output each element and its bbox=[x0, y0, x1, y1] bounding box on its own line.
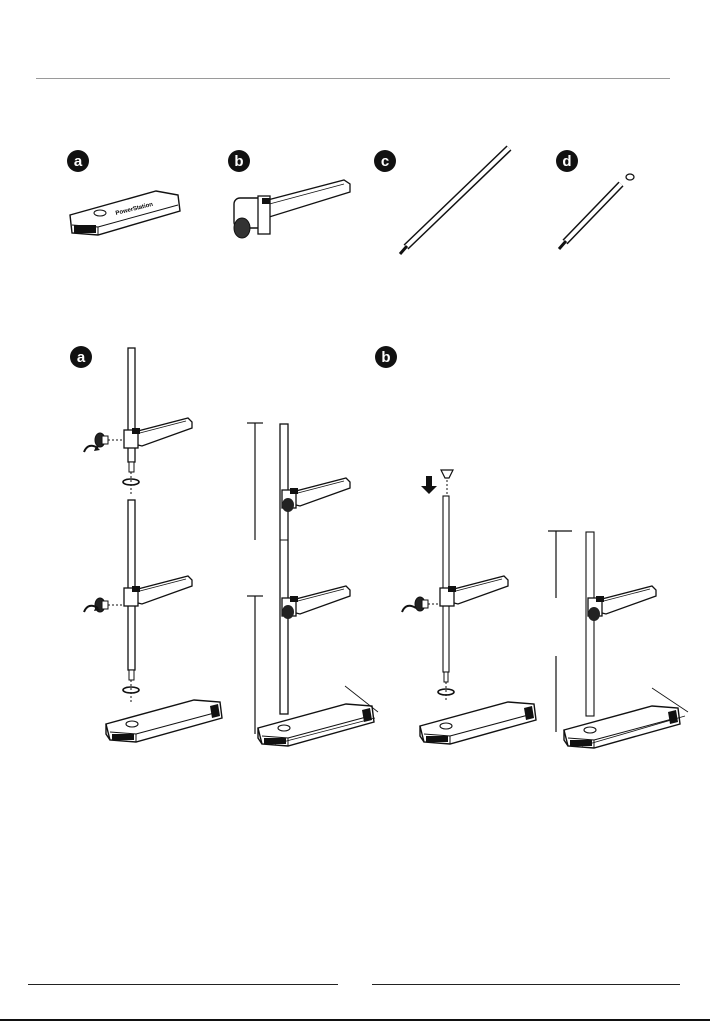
footer-rule-right bbox=[372, 984, 680, 985]
step-a-assembled-view bbox=[247, 423, 378, 746]
step-b-assembled-view bbox=[548, 531, 688, 748]
part-b-arm-illustration bbox=[234, 180, 350, 238]
part-d-short-rod-illustration bbox=[559, 174, 634, 249]
footer-rule-left bbox=[28, 984, 338, 985]
part-c-long-rod-illustration bbox=[400, 148, 509, 254]
step-b-exploded-view bbox=[402, 470, 536, 744]
part-a-base-illustration: PowerStation bbox=[70, 191, 180, 235]
step-a-exploded-view bbox=[84, 348, 222, 742]
